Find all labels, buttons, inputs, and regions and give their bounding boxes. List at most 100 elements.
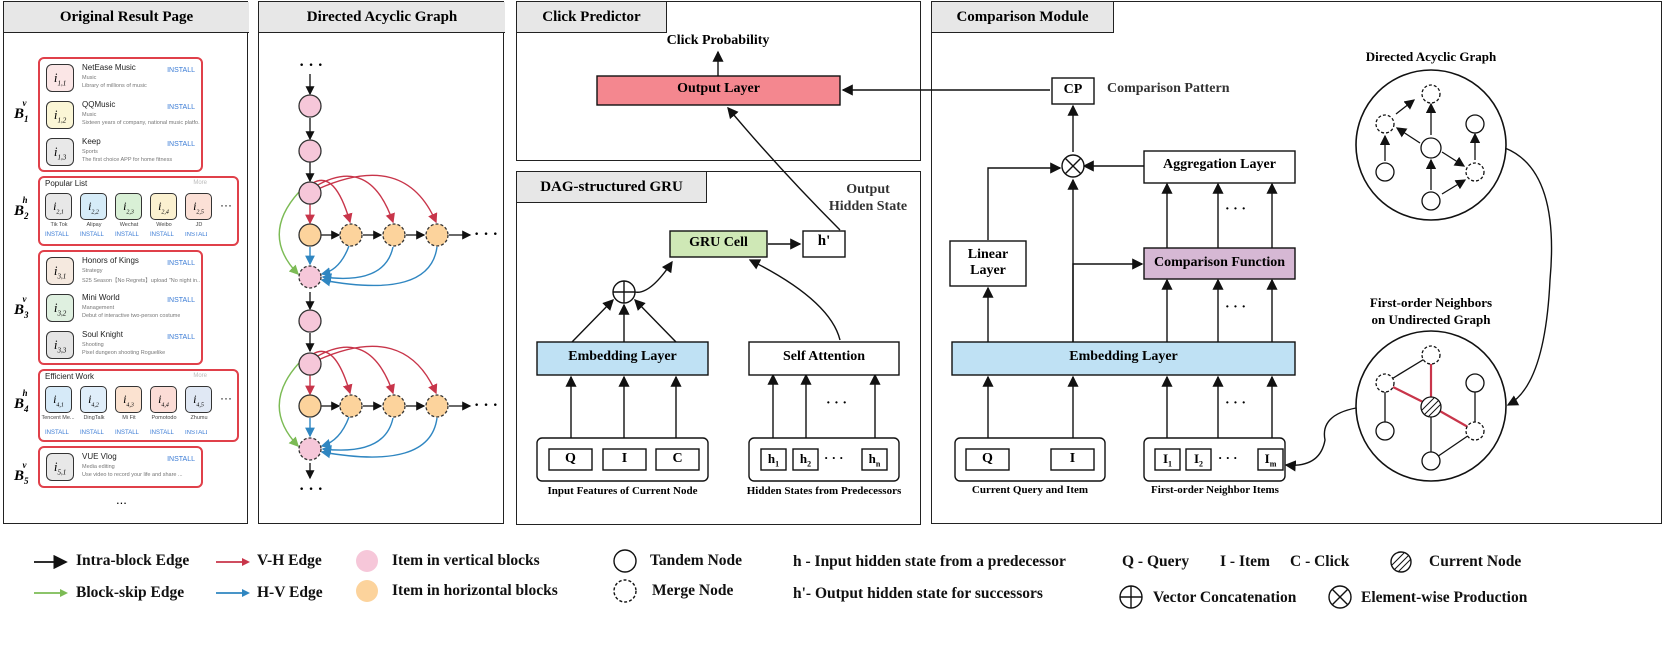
app-category: Music <box>82 112 97 118</box>
h-prime-box <box>802 230 846 258</box>
block-4-horizontal: Efficient Work More i4,1 i4,2 i4,3 i4,4 … <box>38 369 239 442</box>
merge-node <box>382 394 406 418</box>
neighbor-caption: First-order Neighbor Items <box>1151 484 1279 496</box>
list-item[interactable]: i3,2 Mini World Management Debut of inte… <box>44 291 197 327</box>
merge-node <box>425 223 449 247</box>
app-icon: i1,3 <box>46 138 74 166</box>
app-icon[interactable]: i2,2 <box>80 193 107 220</box>
install-button[interactable]: INSTALL <box>185 232 207 238</box>
list-item[interactable]: i3,3 Soul Knight Shooting Pixel dungeon … <box>44 328 197 364</box>
list-item[interactable]: i1,2 QQMusic Music Sixteen years of comp… <box>44 98 200 134</box>
aggregation-layer-label: Aggregation Layer <box>1163 157 1276 172</box>
install-button[interactable]: INSTALL <box>45 430 69 436</box>
app-name: Alipay <box>86 222 102 228</box>
dag-dots-2: · · · <box>474 397 498 414</box>
install-button[interactable]: INSTALL <box>167 456 195 463</box>
app-category: Shooting <box>82 342 104 348</box>
dag-dots-1: · · · <box>474 226 498 243</box>
aggregation-dots: · · · <box>1225 202 1247 217</box>
input-c: C <box>672 451 683 466</box>
app-category: Sports <box>82 149 98 155</box>
input-q: Q <box>565 451 576 466</box>
app-name: DingTalk <box>83 415 105 421</box>
app-icon[interactable]: i2,4 <box>150 193 177 220</box>
app-icon[interactable]: i4,2 <box>80 386 107 413</box>
list-item[interactable]: i1,1 NetEase Music Music Library of mill… <box>44 61 197 97</box>
install-button[interactable]: INSTALL <box>185 430 207 436</box>
app-name: QQMusic <box>82 100 116 109</box>
app-icon[interactable]: i4,1 <box>45 386 72 413</box>
merge-node <box>298 437 322 461</box>
install-button[interactable]: INSTALL <box>80 232 104 238</box>
install-button[interactable]: INSTALL <box>167 141 195 148</box>
panel-title-click: Click Predictor <box>517 2 667 33</box>
install-button[interactable]: INSTALL <box>167 297 195 304</box>
app-desc: Sixteen years of company, national music… <box>82 120 200 126</box>
hidden-states-caption: Hidden States from Predecessors <box>746 485 902 497</box>
dag-bottom-dots: · · · <box>299 481 323 498</box>
merge-node <box>382 223 406 247</box>
install-button[interactable]: INSTALL <box>150 430 174 436</box>
legend-c: C - Click <box>1290 553 1350 570</box>
neighbor-i2: I2 <box>1193 451 1204 469</box>
list-item[interactable]: i5,1 VUE Vlog Media editing Use video to… <box>44 450 197 486</box>
gru-hidden-dots: · · · <box>824 450 844 465</box>
app-name: Wechat <box>119 222 139 228</box>
install-button[interactable]: INSTALL <box>115 232 139 238</box>
linear-layer-label: Linear Layer <box>967 247 1009 278</box>
merge-node <box>339 223 363 247</box>
install-button[interactable]: INSTALL <box>167 260 195 267</box>
app-name: Mini World <box>82 293 120 302</box>
install-button[interactable]: INSTALL <box>150 232 174 238</box>
app-category: Music <box>82 75 97 81</box>
app-icon[interactable]: i4,4 <box>150 386 177 413</box>
legend-h-prime-definition: h'- Output hidden state for successors <box>793 585 1043 602</box>
app-name: Pomotodo <box>151 415 177 421</box>
gru-embedding-label: Embedding Layer <box>568 349 677 364</box>
legend-vh-edge: V-H Edge <box>257 552 322 569</box>
self-attention-label: Self Attention <box>782 349 866 364</box>
app-category: Media editing <box>82 464 115 470</box>
block-header: Popular List <box>45 179 88 188</box>
app-icon[interactable]: i4,3 <box>115 386 142 413</box>
mini-undirected-graph <box>1355 330 1507 482</box>
app-icon[interactable]: i2,3 <box>115 193 142 220</box>
install-button[interactable]: INSTALL <box>80 430 104 436</box>
legend-block-skip-edge: Block-skip Edge <box>76 584 185 601</box>
list-item[interactable]: i3,1 Honors of Kings Strategy S25 Season… <box>44 254 200 290</box>
list-item[interactable]: i1,3 Keep Sports The first choice APP fo… <box>44 135 197 171</box>
more-link[interactable]: More <box>193 180 207 186</box>
app-name: Mi Fit <box>122 415 136 421</box>
install-button[interactable]: INSTALL <box>167 334 195 341</box>
aggregation-layer-box <box>1143 150 1296 184</box>
block-header: Efficient Work <box>45 372 95 381</box>
install-button[interactable]: INSTALL <box>167 104 195 111</box>
app-icon[interactable]: i2,1 <box>45 193 72 220</box>
app-name: Soul Knight <box>82 330 123 339</box>
cp-label: CP <box>1063 82 1083 97</box>
app-name: NetEase Music <box>82 63 136 72</box>
app-name: Keep <box>82 137 101 146</box>
horizontal-block-2 <box>278 345 472 459</box>
merge-node <box>298 265 322 289</box>
app-desc: Debut of interactive two-person costume <box>82 313 181 319</box>
legend-q: Q - Query <box>1122 553 1190 570</box>
legend-horizontal-item: Item in horizontal blocks <box>392 582 558 599</box>
app-icon[interactable]: i4,5 <box>185 386 212 413</box>
app-icon: i5,1 <box>46 453 74 481</box>
install-button[interactable]: INSTALL <box>115 430 139 436</box>
install-button[interactable]: INSTALL <box>167 67 195 74</box>
app-category: Strategy <box>82 268 103 274</box>
block-2-horizontal: Popular List More i2,1 i2,2 i2,3 i2,4 i2… <box>38 176 239 246</box>
app-name: Honors of Kings <box>82 256 139 265</box>
more-link[interactable]: More <box>193 373 207 379</box>
panel-title-gru: DAG-structured GRU <box>517 172 707 203</box>
vertical-item-node <box>298 139 322 163</box>
app-icon[interactable]: i2,5 <box>185 193 212 220</box>
app-category: Management <box>82 305 115 311</box>
dag-graph: · · · <box>278 57 498 498</box>
app-icon: i3,1 <box>46 257 74 285</box>
install-button[interactable]: INSTALL <box>45 232 69 238</box>
app-desc: S25 Season【No Regrets】upload "No night i… <box>82 278 200 284</box>
app-icon: i1,2 <box>46 101 74 129</box>
